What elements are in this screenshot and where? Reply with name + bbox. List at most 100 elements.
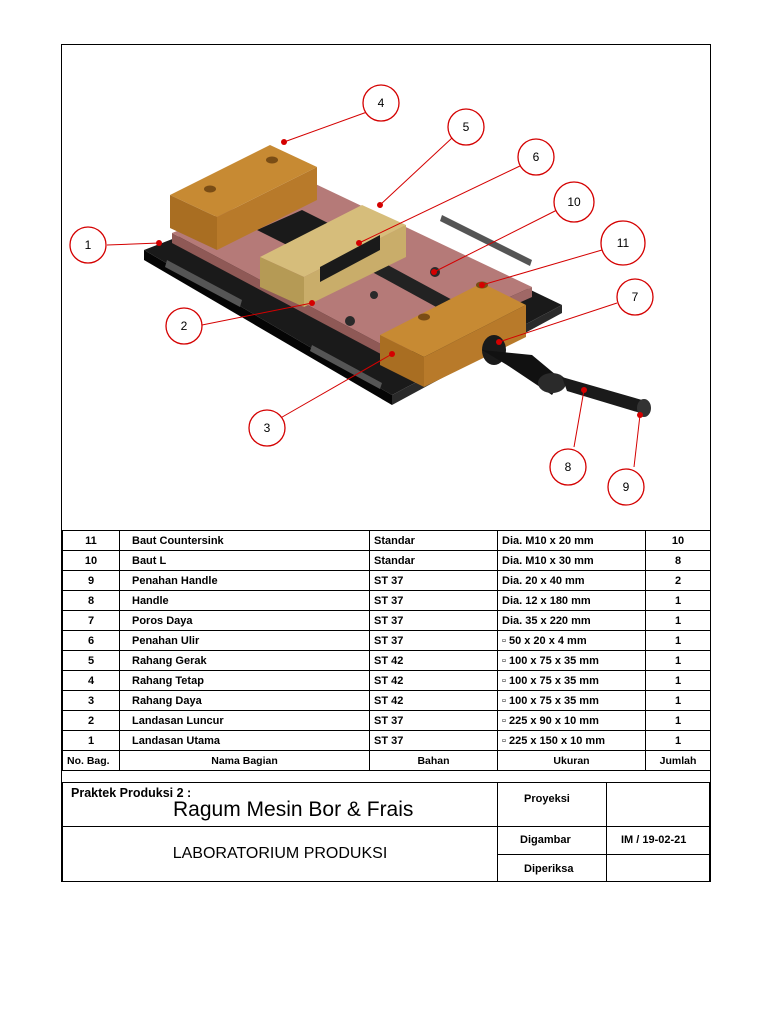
diperiksa-cell: Diperiksa (497, 854, 607, 882)
bom-cell-material: Standar (369, 550, 498, 571)
header-material: Bahan (369, 750, 498, 771)
leader-line (433, 209, 558, 273)
base-slot (440, 215, 532, 266)
bom-cell-name: Poros Daya (119, 610, 370, 631)
leader-line (106, 242, 160, 246)
diperiksa-value-cell (606, 854, 710, 882)
bom-cell-no: 4 (62, 670, 120, 691)
proyeksi-value-cell (606, 782, 710, 827)
leader-dot (389, 351, 395, 357)
svg-text:11: 11 (617, 236, 630, 250)
svg-text:9: 9 (623, 480, 630, 494)
leader-dot (637, 412, 643, 418)
power-jaw-side (424, 305, 526, 387)
bom-cell-material: ST 37 (369, 570, 498, 591)
callout-1: 1 (69, 226, 107, 264)
bom-cell-no: 5 (62, 650, 120, 671)
bom-cell-no: 6 (62, 630, 120, 651)
course-label: Praktek Produksi 2 : (71, 786, 192, 800)
bom-cell-no: 8 (62, 590, 120, 611)
title-block: Praktek Produksi 2 : Ragum Mesin Bor & F… (62, 782, 710, 882)
moving-jaw-top (260, 205, 406, 277)
fixed-jaw-side (217, 167, 317, 250)
handle-arm (562, 377, 647, 415)
leader-dot (356, 240, 362, 246)
vise-assembly-drawing: 1 2 3 4 5 6 7 8 9 10 11 (69, 84, 654, 506)
bom-cell-qty: 1 (645, 590, 711, 611)
bom-cell-material: Standar (369, 530, 498, 551)
digambar-cell: Digambar (497, 826, 607, 855)
bom-cell-size: Dia. 35 x 220 mm (497, 610, 646, 631)
header-no: No. Bag. (62, 750, 120, 771)
slide-plate-hole (345, 316, 355, 326)
callout-8: 8 (549, 448, 587, 486)
bom-cell-size: ▫ 225 x 150 x 10 mm (497, 730, 646, 751)
leader-dot (479, 282, 485, 288)
header-size: Ukuran (497, 750, 646, 771)
bom-cell-name: Penahan Ulir (119, 630, 370, 651)
bom-cell-name: Handle (119, 590, 370, 611)
leader-line (276, 353, 393, 421)
proyeksi-label: Proyeksi (524, 793, 570, 805)
leader-line (633, 414, 641, 468)
bom-cell-name: Rahang Tetap (119, 670, 370, 691)
bom-cell-name: Landasan Luncur (119, 710, 370, 731)
bom-cell-qty: 1 (645, 690, 711, 711)
bom-cell-qty: 1 (645, 730, 711, 751)
bom-cell-qty: 10 (645, 530, 711, 551)
handle-knob (538, 373, 566, 393)
header-qty: Jumlah (645, 750, 711, 771)
digambar-value: IM / 19-02-21 (621, 834, 687, 846)
bom-cell-material: ST 42 (369, 690, 498, 711)
power-jaw-front (380, 335, 424, 387)
bom-cell-name: Penahan Handle (119, 570, 370, 591)
fixed-jaw-front (170, 195, 217, 250)
leader-dot (581, 387, 587, 393)
leader-line (573, 389, 585, 448)
bom-cell-size: ▫ 225 x 90 x 10 mm (497, 710, 646, 731)
svg-text:5: 5 (463, 120, 470, 134)
bom-cell-material: ST 37 (369, 710, 498, 731)
callout-9: 9 (607, 468, 645, 506)
bom-cell-qty: 1 (645, 710, 711, 731)
bom-cell-name: Rahang Daya (119, 690, 370, 711)
bom-cell-no: 11 (62, 530, 120, 551)
bom-cell-name: Baut Countersink (119, 530, 370, 551)
callout-3: 3 (248, 409, 286, 447)
svg-text:6: 6 (533, 150, 540, 164)
bom-cell-size: Dia. M10 x 30 mm (497, 550, 646, 571)
callout-10: 10 (553, 181, 595, 223)
leader-line (379, 137, 453, 206)
svg-text:3: 3 (264, 421, 271, 435)
drawing-title: Ragum Mesin Bor & Frais (173, 798, 414, 821)
fixed-jaw-hole (266, 156, 278, 164)
svg-text:8: 8 (565, 460, 572, 474)
svg-text:10: 10 (567, 195, 581, 209)
bom-cell-qty: 1 (645, 670, 711, 691)
callout-2: 2 (165, 307, 203, 345)
leader-dot (377, 202, 383, 208)
callout-11: 11 (600, 220, 646, 266)
leader-line (201, 302, 313, 326)
bom-cell-size: Dia. 20 x 40 mm (497, 570, 646, 591)
bom-cell-material: ST 37 (369, 730, 498, 751)
leader-dot (156, 240, 162, 246)
leader-dot (281, 139, 287, 145)
lab-name: LABORATORIUM PRODUKSI (172, 845, 388, 862)
bom-cell-name: Landasan Utama (119, 730, 370, 751)
leader-line (358, 164, 523, 244)
digambar-value-cell: IM / 19-02-21 (606, 826, 710, 855)
leader-line (481, 249, 603, 286)
proyeksi-cell: Proyeksi (497, 782, 607, 827)
bom-cell-no: 9 (62, 570, 120, 591)
diperiksa-label: Diperiksa (524, 863, 574, 875)
